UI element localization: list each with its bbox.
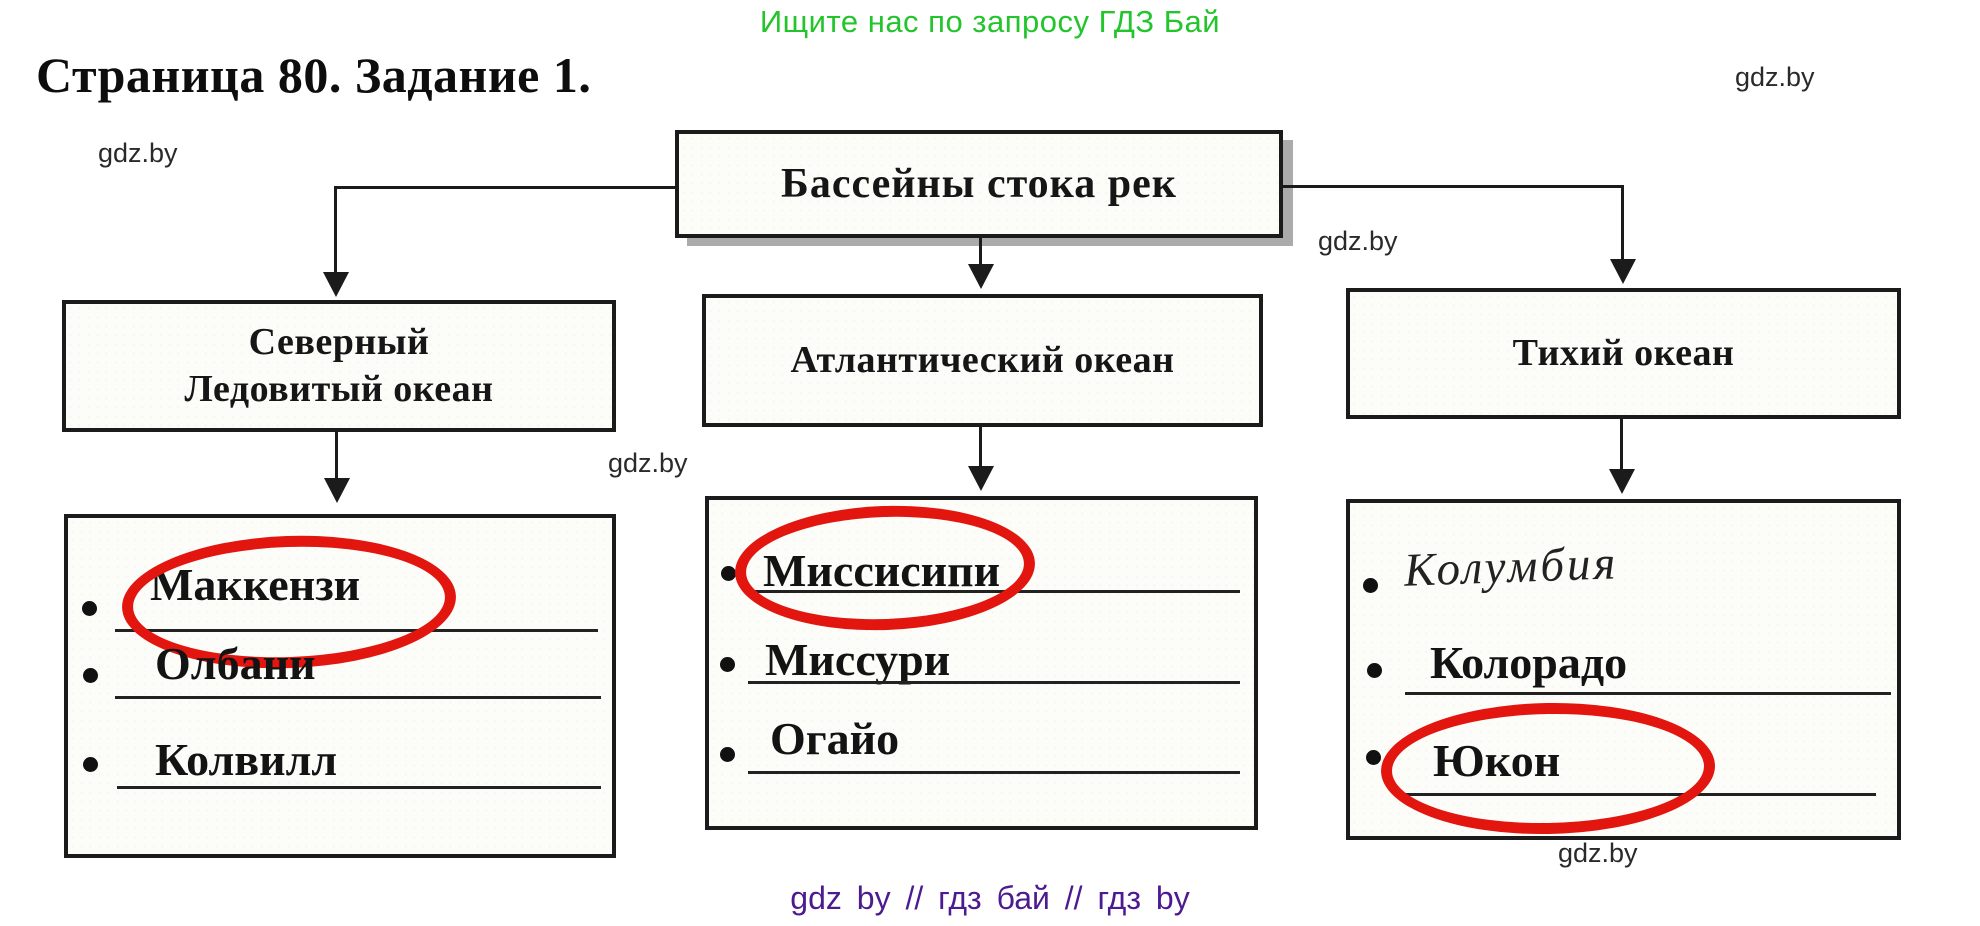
bullet-icon — [720, 657, 735, 672]
bullet-icon — [721, 566, 736, 581]
arrow-down-icon — [323, 272, 349, 297]
ocean-node-pacific: Тихий океан — [1346, 288, 1901, 419]
arrow-down-icon — [968, 264, 994, 289]
answer-line — [115, 696, 601, 699]
ocean-label-pacific: Тихий океан — [1512, 331, 1735, 374]
connector-pacific-list — [1620, 417, 1623, 471]
river-name-columbia: Колумбия — [1403, 537, 1620, 597]
connector-left-vertical — [334, 186, 337, 274]
river-name-colville: Колвилл — [155, 734, 338, 785]
bullet-icon — [720, 747, 735, 762]
promo-banner-text: Ищите нас по запросу ГДЗ Бай — [759, 4, 1221, 39]
connector-middle-vertical — [979, 238, 982, 266]
bullet-icon — [1367, 663, 1382, 678]
footer-keywords: gdz by // гдз бай // гдз by — [790, 880, 1190, 916]
connector-arctic-list — [335, 430, 338, 480]
bullet-icon — [82, 601, 97, 616]
answer-line — [115, 629, 598, 632]
river-name-mackenzie: Маккензи — [150, 559, 361, 610]
bullet-icon — [1363, 578, 1378, 593]
answer-line — [117, 786, 601, 789]
river-list-pacific — [1346, 499, 1901, 840]
answer-line — [748, 590, 1240, 593]
river-name-yukon: Юкон — [1433, 735, 1561, 786]
connector-atlantic-list — [979, 425, 982, 468]
ocean-node-atlantic: Атлантический океан — [702, 294, 1263, 427]
answer-line — [1405, 692, 1891, 695]
river-list-arctic — [64, 514, 616, 858]
answer-line — [1405, 793, 1876, 796]
bullet-icon — [83, 668, 98, 683]
river-name-albany: Олбани — [155, 638, 316, 689]
answer-line — [748, 771, 1240, 774]
river-list-atlantic — [705, 496, 1258, 830]
arrow-down-icon — [1609, 469, 1635, 494]
watermark-gdzby: gdz.by — [1318, 226, 1398, 256]
watermark-gdzby: gdz.by — [1558, 838, 1638, 868]
river-name-missouri: Миссури — [765, 634, 951, 685]
connector-right-horizontal — [1283, 185, 1624, 188]
ocean-label-atlantic: Атлантический океан — [790, 338, 1175, 381]
arrow-down-icon — [324, 478, 350, 503]
page-title: Страница 80. Задание 1. — [36, 47, 592, 103]
root-node-label: Бассейны стока рек — [781, 161, 1177, 207]
ocean-node-arctic: Северный Ледовитый океан — [62, 300, 616, 432]
river-name-ohio: Огайо — [770, 713, 900, 764]
ocean-label-arctic-line2: Ледовитый океан — [184, 368, 494, 410]
connector-right-vertical — [1621, 185, 1624, 261]
watermark-gdzby: gdz.by — [1735, 62, 1815, 92]
ocean-label-arctic-line1: Северный — [248, 320, 430, 363]
root-node-river-basins: Бассейны стока рек — [675, 130, 1283, 238]
arrow-down-icon — [968, 466, 994, 491]
arrow-down-icon — [1610, 259, 1636, 284]
connector-left-horizontal — [334, 186, 675, 189]
river-name-colorado: Колорадо — [1430, 637, 1628, 688]
bullet-icon — [1366, 750, 1381, 765]
bullet-icon — [83, 757, 98, 772]
answer-line — [748, 681, 1240, 684]
watermark-gdzby: gdz.by — [608, 448, 688, 478]
watermark-gdzby: gdz.by — [98, 138, 178, 168]
river-name-mississippi: Миссисипи — [763, 545, 1001, 596]
